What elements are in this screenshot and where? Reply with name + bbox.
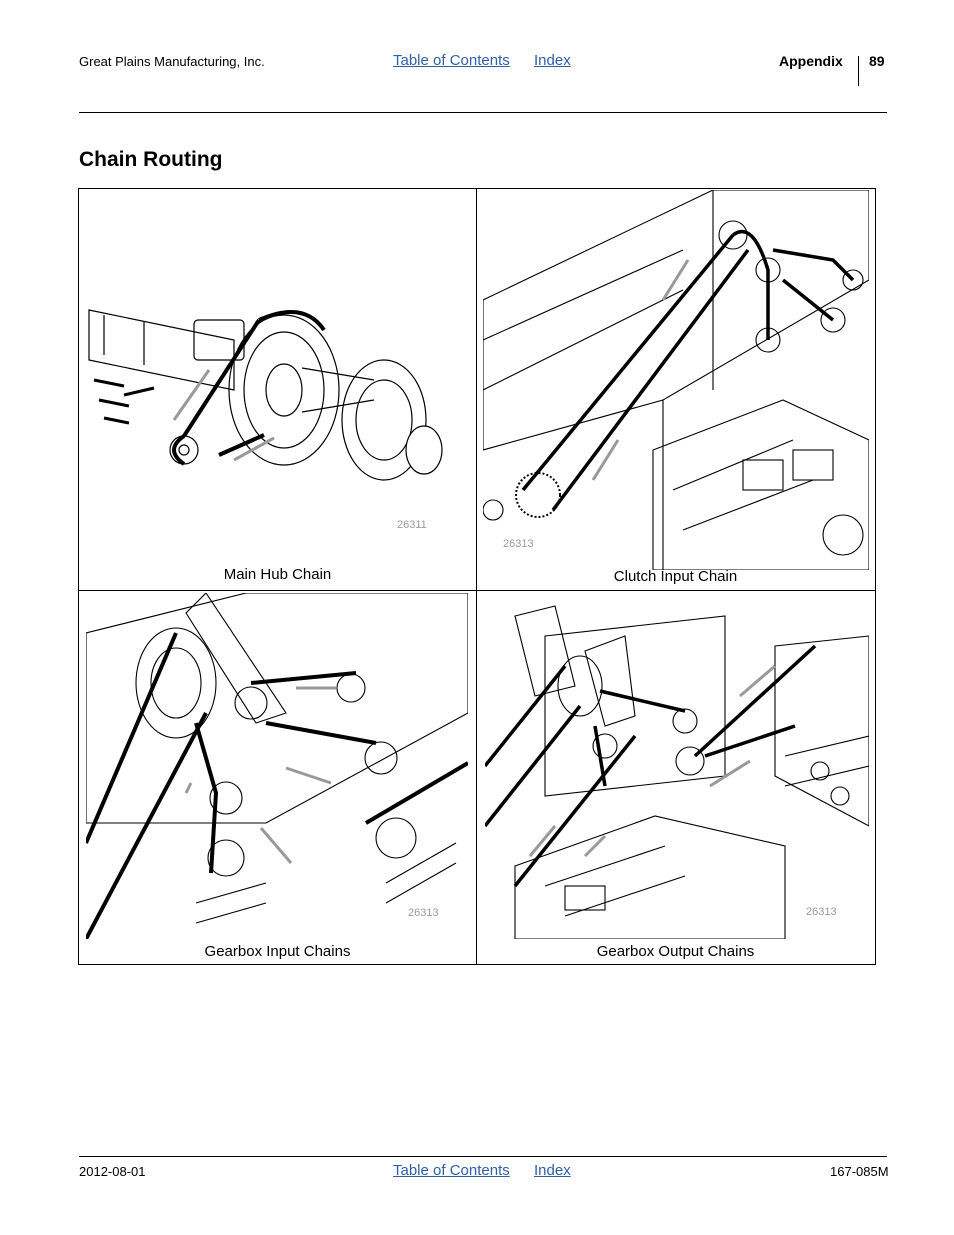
header-toc-link[interactable]: Table of Contents [393,52,510,69]
footer-toc-link[interactable]: Table of Contents [393,1162,510,1179]
figure-caption-1: Main Hub Chain [223,566,332,583]
figure-number-2: 26313 [503,538,534,550]
figure-caption-2: Clutch Input Chain [613,568,738,585]
footer-rule [79,1156,887,1157]
header-divider [858,56,859,86]
grid-vertical-divider [476,188,477,965]
figure-number-3: 26313 [408,907,439,919]
page-title: Chain Routing [79,148,223,171]
footer-index-link[interactable]: Index [534,1162,571,1179]
figure-grid [78,188,876,965]
figure-caption-4: Gearbox Output Chains [596,943,755,960]
header-rule [79,112,887,113]
figure-caption-3: Gearbox Input Chains [204,943,351,960]
section-name: Appendix [779,53,843,69]
page-number: 89 [869,53,885,69]
header-index-link[interactable]: Index [534,52,571,69]
footer-doc-number: 167-085M [830,1164,889,1179]
figure-number-4: 26313 [806,906,837,918]
gearbox-input-chains-illustration [86,593,468,939]
figure-number-1: 26311 [397,519,427,531]
grid-horizontal-divider [78,590,876,591]
clutch-input-chain-illustration [483,190,869,570]
company-name: Great Plains Manufacturing, Inc. [79,54,265,69]
gearbox-output-chains-illustration [485,605,869,939]
footer-date: 2012-08-01 [79,1164,146,1179]
main-hub-chain-illustration [88,309,443,481]
